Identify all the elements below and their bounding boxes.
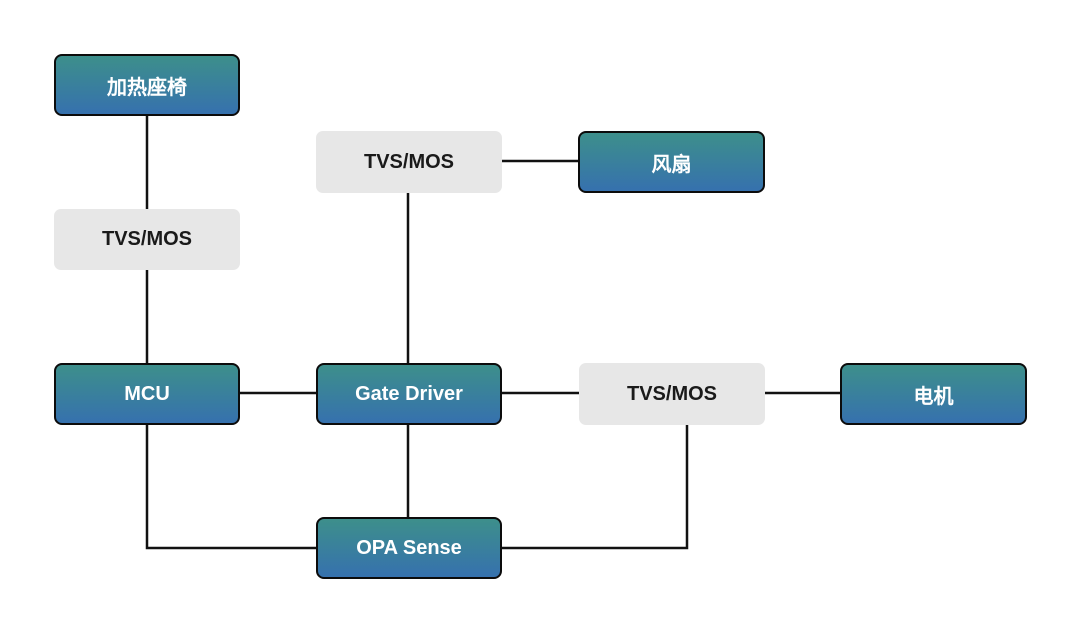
- wire-tvs-mos-motor-to-opa-sense: [499, 423, 689, 550]
- fan-label: 风扇: [651, 153, 692, 176]
- tvs-mos-fan-label: TVS/MOS: [363, 150, 454, 173]
- gate-driver-block: Gate Driver: [316, 363, 502, 425]
- gate-driver-label: Gate Driver: [355, 382, 463, 405]
- tvs-mos-seat-label: TVS/MOS: [101, 228, 192, 250]
- tvs-mos-motor-label: TVS/MOS: [626, 382, 717, 405]
- motor-label: 电机: [913, 385, 954, 408]
- mcu-label: MCU: [124, 382, 170, 405]
- tvs-mos-motor-block: TVS/MOS: [579, 363, 765, 425]
- heated-seat-block: 加热座椅: [54, 54, 240, 116]
- heated-seat-label: 加热座椅: [107, 76, 187, 99]
- mcu-block: MCU: [54, 363, 240, 425]
- wire-mcu-to-opa-sense: [145, 423, 319, 550]
- opa-sense-block: OPA Sense: [316, 517, 502, 579]
- opa-sense-label: OPA Sense: [356, 536, 462, 559]
- fan-block: 风扇: [578, 131, 765, 193]
- tvs-mos-fan-block: TVS/MOS: [316, 131, 502, 193]
- tvs-mos-seat-block: TVS/MOS: [54, 209, 240, 270]
- motor-block: 电机: [840, 363, 1027, 425]
